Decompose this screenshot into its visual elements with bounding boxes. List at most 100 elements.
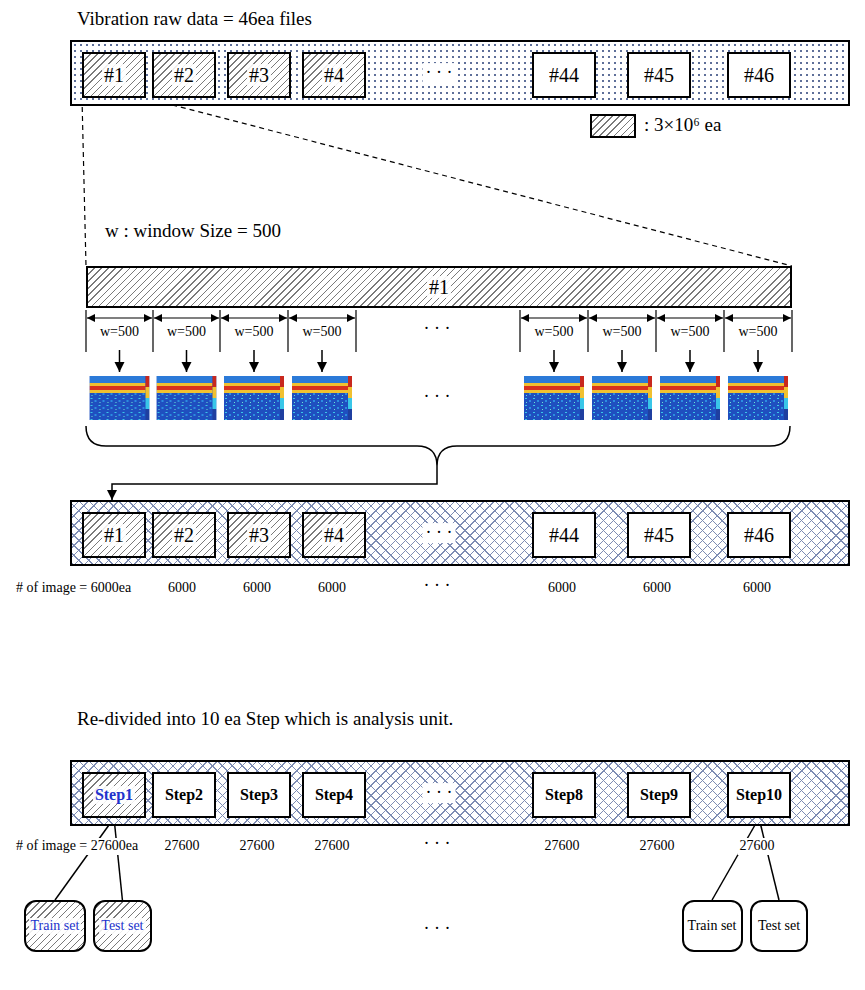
window-tick (791, 310, 792, 352)
node-label: #46 (744, 524, 774, 546)
window-arrow (725, 317, 791, 318)
dataset-box: Train set (24, 900, 86, 952)
node-label: Train set (688, 918, 737, 933)
down-arrow (553, 350, 555, 372)
step-box: Step2 (152, 772, 216, 818)
file-box: #4 (302, 52, 366, 98)
spectrogram-image (224, 376, 284, 420)
step-box: Step4 (302, 772, 366, 818)
spectrogram-image (592, 376, 652, 420)
down-arrow (621, 350, 623, 372)
spectrogram-image (292, 376, 352, 420)
image-set-box: #44 (532, 512, 596, 558)
count-label: w=500 (165, 324, 208, 341)
spectrogram-image (90, 376, 150, 420)
ellipsis: · · · (422, 386, 453, 408)
count-label: w=500 (300, 324, 343, 341)
split-line (55, 818, 114, 900)
down-arrow (119, 350, 121, 372)
count-label: w=500 (98, 324, 141, 341)
node-label: #2 (172, 524, 196, 546)
ellipsis: · · · (422, 918, 453, 940)
legend-text: : 3×10⁶ ea (644, 114, 721, 136)
node-label: Step1 (93, 786, 135, 804)
down-arrow (186, 350, 188, 372)
dataset-box: Test set (750, 900, 808, 952)
file-box: #45 (627, 52, 691, 98)
spectrogram-image (728, 376, 788, 420)
ellipsis: · · · (423, 523, 456, 543)
window-arrow (521, 317, 587, 318)
spectrogram-image (524, 376, 584, 420)
step-box: Step9 (627, 772, 691, 818)
count-label: 6000 (641, 580, 673, 597)
count-label: w=500 (600, 324, 643, 341)
node-label: Step9 (640, 786, 678, 804)
step-box: Step1 (82, 772, 146, 818)
window-marks (86, 310, 792, 420)
window-tick (519, 310, 520, 352)
node-label: #45 (644, 524, 674, 546)
image-set-box: #1 (82, 512, 146, 558)
count-label: # of image = 6000ea (14, 580, 133, 597)
file-box: #46 (727, 52, 791, 98)
heading-label: Re-divided into 10 ea Step which is anal… (75, 708, 455, 731)
zoom-lines (82, 98, 792, 266)
window-tick (287, 310, 288, 352)
count-label: w=500 (736, 324, 779, 341)
split-line (114, 818, 122, 900)
group-band: · · ·#1#2#3#4#44#45#46 (70, 40, 850, 106)
group-band: · · ·Step1Step2Step3Step4Step8Step9Step1… (70, 760, 850, 826)
signal-bar: #1 (86, 266, 792, 308)
split-line (759, 818, 779, 900)
brace (86, 426, 790, 466)
image-set-box: #45 (627, 512, 691, 558)
step-box: Step10 (727, 772, 791, 818)
heading-label: w : window Size = 500 (103, 220, 283, 243)
spectrogram-image (157, 376, 217, 420)
node-label: #44 (549, 524, 579, 546)
count-label: 6000 (166, 580, 198, 597)
count-label: 6000 (546, 580, 578, 597)
count-label: 6000 (316, 580, 348, 597)
file-box: #1 (82, 52, 146, 98)
ellipsis: · · · (422, 318, 453, 340)
node-label: Step8 (545, 786, 583, 804)
image-set-box: #3 (227, 512, 291, 558)
node-label: #3 (247, 64, 271, 86)
node-label: Test set (99, 918, 145, 933)
node-label: #1 (102, 64, 126, 86)
step-box: Step3 (227, 772, 291, 818)
window-arrow (221, 317, 287, 318)
image-set-box: #2 (152, 512, 216, 558)
file-box: #2 (152, 52, 216, 98)
spectrogram-image (660, 376, 720, 420)
node-label: #44 (549, 64, 579, 86)
node-label: #46 (744, 64, 774, 86)
window-tick (723, 310, 724, 352)
dataset-box: Test set (93, 900, 152, 952)
window-tick (655, 310, 656, 352)
count-label: 27600 (638, 838, 677, 855)
count-label: 27600 (543, 838, 582, 855)
down-arrow (321, 350, 323, 372)
window-arrow (657, 317, 723, 318)
dataset-box: Train set (682, 900, 743, 952)
node-label: #1 (102, 524, 126, 546)
node-label: #4 (322, 64, 346, 86)
heading-label: Vibration raw data = 46ea files (75, 8, 314, 31)
count-label: w=500 (532, 324, 575, 341)
node-label: Step3 (240, 786, 278, 804)
count-label: 6000 (241, 580, 273, 597)
node-label: Step2 (165, 786, 203, 804)
legend-swatch (590, 114, 636, 138)
count-label: # of image = 27600ea (14, 838, 140, 855)
step-box: Step8 (532, 772, 596, 818)
node-label: #45 (644, 64, 674, 86)
down-arrow (253, 350, 255, 372)
count-label: 6000 (741, 580, 773, 597)
node-label: Step10 (736, 786, 782, 804)
group-band: · · ·#1#2#3#4#44#45#46 (70, 500, 850, 566)
node-label: Step4 (315, 786, 353, 804)
